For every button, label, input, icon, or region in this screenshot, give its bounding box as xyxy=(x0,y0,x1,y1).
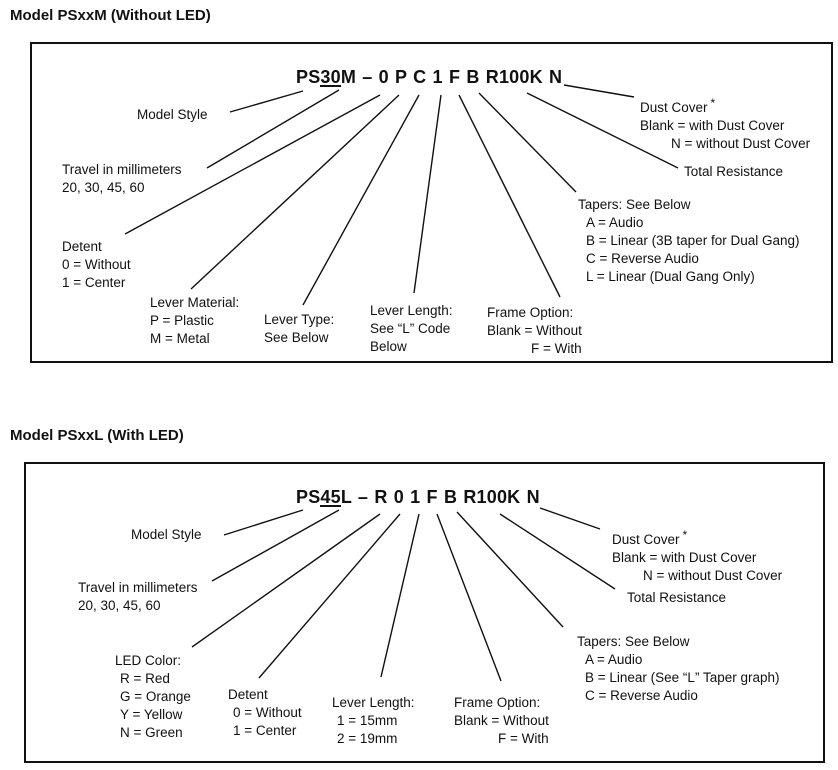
heading-model-psxxm: Model PSxxM (Without LED) xyxy=(10,7,211,24)
label-lever-material: Lever Material: P = Plastic M = Metal xyxy=(150,295,240,346)
label-total-resistance: Total Resistance xyxy=(684,164,784,179)
part-suffix: L – R 0 1 F B R100K N xyxy=(340,487,540,507)
part-travel-code: 30 xyxy=(320,67,341,87)
dust-cover-asterisk: * xyxy=(710,96,716,110)
label-frame-option: Frame Option: Blank = Without F = With xyxy=(487,305,582,356)
label-frame-option-2: Frame Option: Blank = Without F = With xyxy=(454,695,549,746)
dust-cover-title: Dust Cover xyxy=(640,100,708,115)
label-lever-length-2: Lever Length: 1 = 15mm 2 = 19mm xyxy=(332,695,415,746)
label-model-style-2: Model Style xyxy=(131,527,202,542)
part-suffix: M – 0 P C 1 F B R100K N xyxy=(340,67,563,87)
part-travel-code: 45 xyxy=(320,487,341,507)
label-lever-length: Lever Length: See “L” Code Below xyxy=(370,303,453,354)
diagram-psxxm-border xyxy=(30,42,833,363)
part-prefix: PS xyxy=(296,67,321,87)
label-dust-cover-2: Dust Cover* Blank = with Dust Cover N = … xyxy=(612,528,783,583)
dust-cover-title: Dust Cover xyxy=(612,532,680,547)
diagram-psxxl-border xyxy=(24,462,825,763)
part-prefix: PS xyxy=(296,487,321,507)
part-number-psxxl: PS45L – R 0 1 F B R100K N xyxy=(296,487,540,508)
label-travel-2: Travel in millimeters 20, 30, 45, 60 xyxy=(78,580,198,613)
label-detent: Detent 0 = Without 1 = Center xyxy=(62,239,131,290)
heading-model-psxxl: Model PSxxL (With LED) xyxy=(10,427,184,444)
label-total-resistance-2: Total Resistance xyxy=(627,590,727,605)
label-travel: Travel in millimeters 20, 30, 45, 60 xyxy=(62,162,182,195)
label-lever-type: Lever Type: See Below xyxy=(264,312,335,345)
label-led-color: LED Color: R = Red G = Orange Y = Yellow… xyxy=(115,653,191,740)
label-tapers: Tapers: See Below A = Audio B = Linear (… xyxy=(578,197,800,284)
label-detent-2: Detent 0 = Without 1 = Center xyxy=(228,687,302,738)
label-dust-cover: Dust Cover* Blank = with Dust Cover N = … xyxy=(640,96,811,151)
label-tapers-2: Tapers: See Below A = Audio B = Linear (… xyxy=(577,634,780,703)
part-number-psxxm: PS30M – 0 P C 1 F B R100K N xyxy=(296,67,562,88)
label-model-style: Model Style xyxy=(137,107,208,122)
dust-cover-asterisk: * xyxy=(682,528,688,542)
